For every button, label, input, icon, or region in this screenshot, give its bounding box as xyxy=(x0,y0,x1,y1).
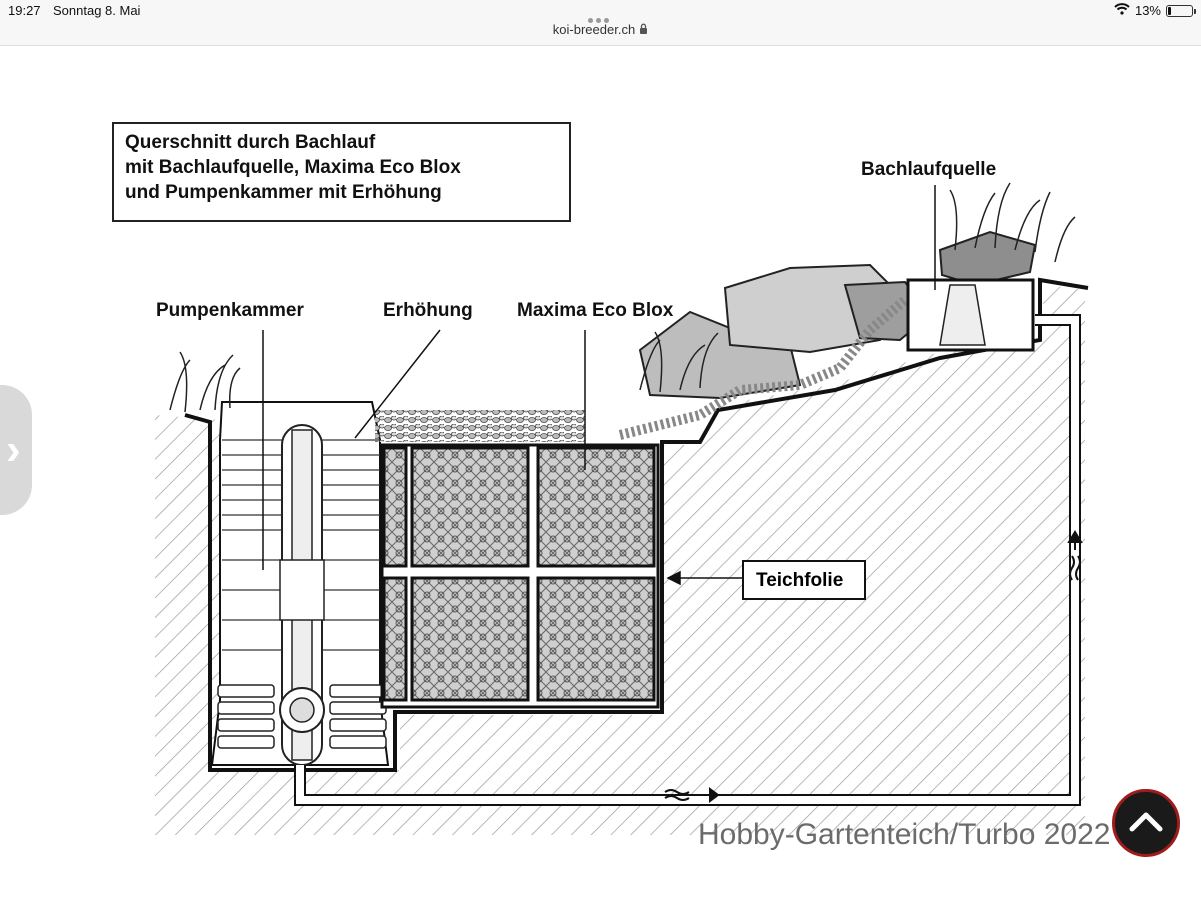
diagram-title-box: Querschnitt durch Bachlauf mit Bachlaufq… xyxy=(112,122,571,222)
browser-status-bar: 19:27 Sonntag 8. Mai koi-breeder.ch 13% xyxy=(0,0,1201,46)
chevron-right-icon: › xyxy=(6,425,21,474)
pump-chamber xyxy=(210,401,390,766)
wifi-icon xyxy=(1114,3,1130,18)
cross-section-diagram xyxy=(100,100,1100,850)
label-maxima-eco-blox: Maxima Eco Blox xyxy=(517,300,674,321)
label-erhoehung: Erhöhung xyxy=(383,300,473,321)
battery-icon xyxy=(1166,4,1196,17)
lock-icon xyxy=(639,22,648,37)
leader-lines xyxy=(262,185,936,586)
watermark-text: Hobby-Gartenteich/Turbo 2022 xyxy=(698,818,1111,851)
date: Sonntag 8. Mai xyxy=(53,3,141,18)
battery-percent: 13% xyxy=(1134,3,1161,18)
chevron-up-icon xyxy=(1129,812,1163,832)
label-bachlaufquelle: Bachlaufquelle xyxy=(861,159,997,180)
flow-arrow-right xyxy=(1067,530,1083,581)
title-line-2: mit Bachlaufquelle, Maxima Eco Blox xyxy=(125,157,461,178)
stream-source-box xyxy=(906,278,1035,352)
clock: 19:27 xyxy=(8,3,41,18)
soil xyxy=(155,285,1085,835)
more-dots-icon[interactable] xyxy=(588,10,614,23)
label-pumpenkammer: Pumpenkammer xyxy=(156,300,304,321)
url-text: koi-breeder.ch xyxy=(552,22,636,37)
status-icons: 13% xyxy=(1114,3,1196,18)
label-teichfolie: Teichfolie xyxy=(742,560,866,600)
address-bar[interactable]: koi-breeder.ch xyxy=(0,22,1201,37)
flow-arrow-bottom xyxy=(664,787,720,803)
eco-blox-crates xyxy=(380,443,660,709)
back-swipe-handle[interactable]: › xyxy=(0,385,32,515)
scroll-to-top-button[interactable] xyxy=(1112,789,1180,857)
gravel-layer xyxy=(375,410,585,442)
title-line-3: und Pumpenkammer mit Erhöhung xyxy=(125,182,442,203)
plants xyxy=(169,182,1076,413)
title-line-1: Querschnitt durch Bachlauf xyxy=(125,132,376,153)
